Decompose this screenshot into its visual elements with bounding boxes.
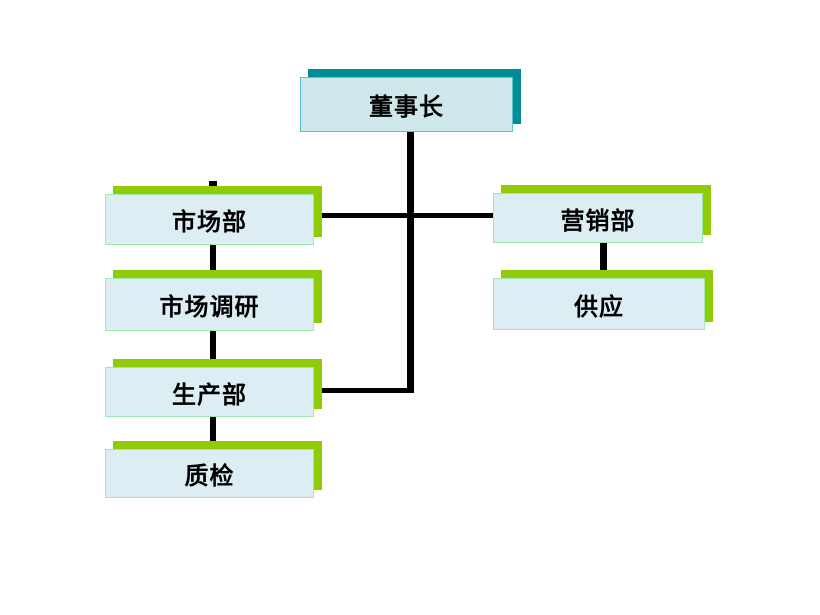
node-face: 市场调研 xyxy=(105,278,314,331)
connector-marketing-research xyxy=(210,243,216,281)
node-face: 董事长 xyxy=(300,77,513,132)
org-node-market-research[interactable]: 市场调研 xyxy=(105,270,322,331)
connector-research-production xyxy=(210,329,216,369)
node-face: 市场部 xyxy=(105,194,314,245)
org-node-sales[interactable]: 营销部 xyxy=(493,185,711,243)
org-node-label: 营销部 xyxy=(560,207,636,235)
node-face: 质检 xyxy=(105,449,314,498)
org-node-chairman[interactable]: 董事长 xyxy=(300,69,521,132)
org-node-production[interactable]: 生产部 xyxy=(105,359,322,417)
org-node-label: 供应 xyxy=(574,293,624,321)
connector-sales-supply xyxy=(600,241,607,281)
org-node-marketing[interactable]: 市场部 xyxy=(105,186,322,245)
org-node-label: 董事长 xyxy=(369,94,444,121)
node-face: 营销部 xyxy=(493,193,703,243)
org-node-supply[interactable]: 供应 xyxy=(493,270,713,330)
org-node-quality-inspection[interactable]: 质检 xyxy=(105,441,322,498)
org-node-label: 生产部 xyxy=(172,381,247,409)
org-node-label: 质检 xyxy=(184,463,235,490)
connector-production-quality xyxy=(210,415,216,451)
connector-marketing-sales-branch xyxy=(322,213,494,218)
org-node-label: 市场部 xyxy=(172,209,247,236)
node-face: 生产部 xyxy=(105,367,314,417)
org-node-label: 市场调研 xyxy=(159,294,260,321)
connector-stub-above-marketing xyxy=(209,181,217,187)
connector-chairman-trunk xyxy=(407,132,414,393)
node-face: 供应 xyxy=(493,278,705,330)
connector-production-branch xyxy=(322,388,414,393)
